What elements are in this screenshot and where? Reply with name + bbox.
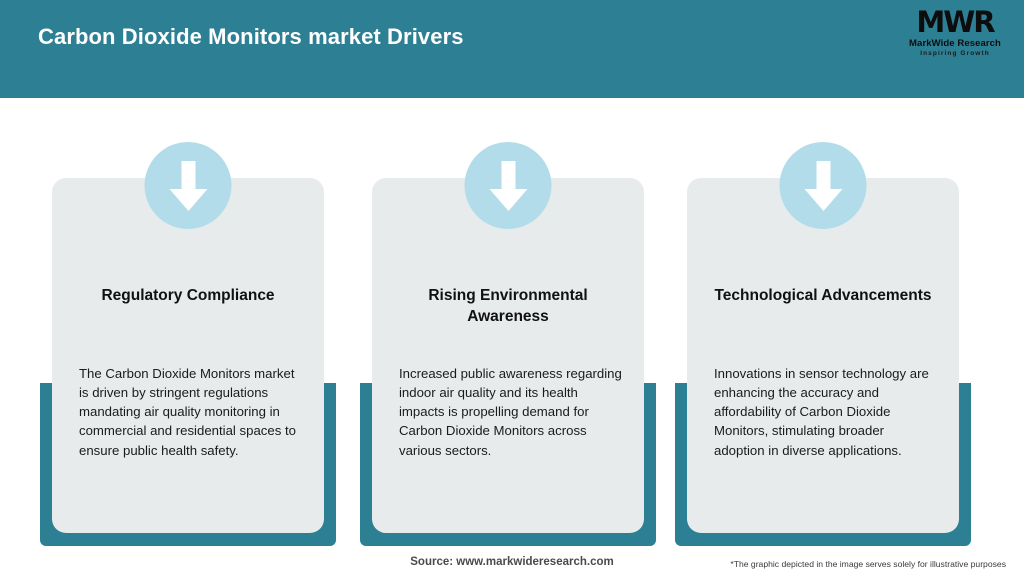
card-body-text: Innovations in sensor technology are enh…	[714, 366, 929, 458]
page-title: Carbon Dioxide Monitors market Drivers	[38, 24, 464, 49]
logo-tagline: Inspiring Growth	[920, 49, 990, 57]
arrow-down-icon	[144, 142, 232, 229]
logo-monogram: MWR	[916, 5, 995, 39]
card-body-text: Increased public awareness regarding ind…	[399, 366, 622, 458]
card-body-text: The Carbon Dioxide Monitors market is dr…	[79, 366, 296, 458]
brand-logo: MWR MarkWide Research Inspiring Growth	[900, 5, 1010, 57]
header-bar	[0, 0, 1024, 98]
card-panel: Technological Advancements Innovations i…	[687, 178, 959, 533]
card-panel: Regulatory Compliance The Carbon Dioxide…	[52, 178, 324, 533]
driver-card-2: Rising Environmental Awareness Increased…	[360, 142, 656, 546]
card-panel: Rising Environmental Awareness Increased…	[372, 178, 644, 533]
card-title: Regulatory Compliance	[101, 287, 275, 304]
disclaimer-label: *The graphic depicted in the image serve…	[730, 559, 1006, 569]
arrow-down-icon	[464, 142, 552, 229]
arrow-down-icon	[779, 142, 867, 229]
driver-card-3: Technological Advancements Innovations i…	[675, 142, 971, 546]
card-title: Rising Environmental Awareness	[428, 287, 588, 325]
source-label: Source: www.markwideresearch.com	[410, 556, 614, 568]
driver-card-1: Regulatory Compliance The Carbon Dioxide…	[40, 142, 336, 546]
card-title: Technological Advancements	[714, 287, 932, 304]
logo-company-name: MarkWide Research	[909, 38, 1001, 49]
